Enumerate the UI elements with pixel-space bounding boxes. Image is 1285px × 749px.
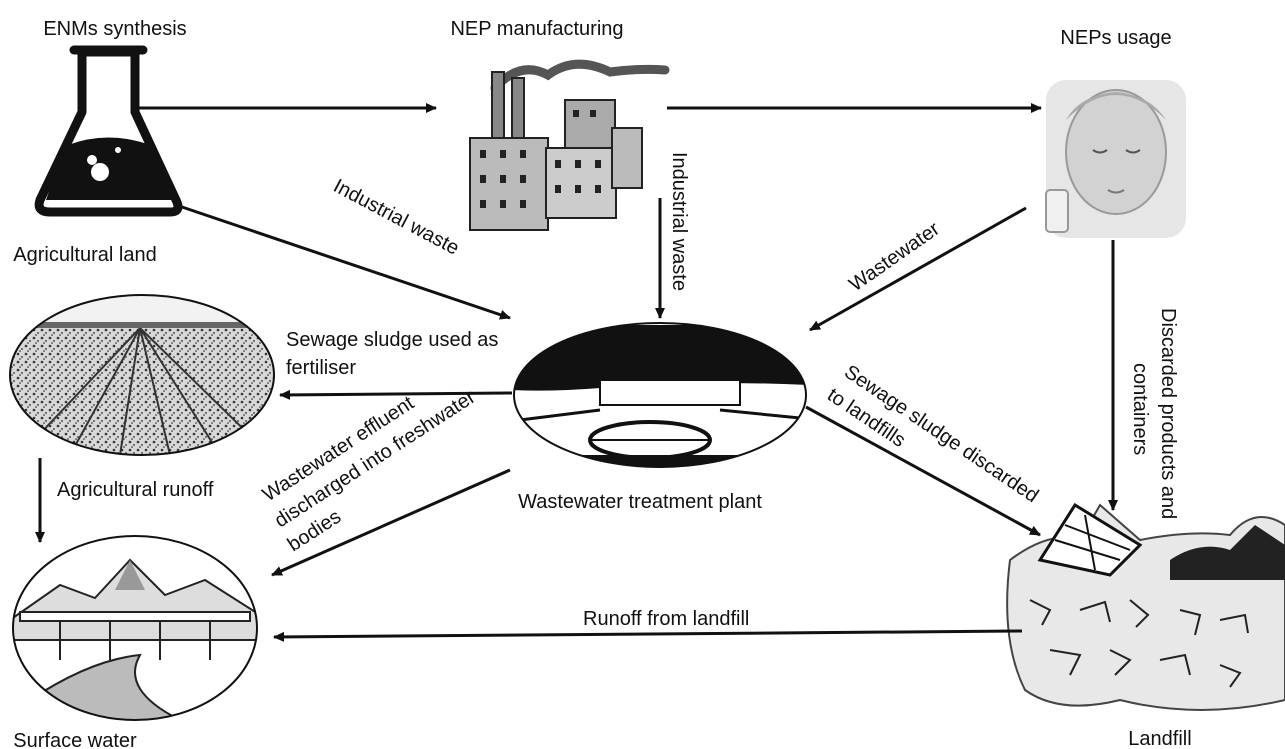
field-image — [9, 294, 275, 456]
industrial-waste-label-1: Industrial waste — [330, 175, 463, 260]
neps-usage-label: NEPs usage — [1060, 27, 1171, 49]
arrow-plant-to-surface — [271, 468, 511, 577]
face-cream-icon — [1045, 80, 1186, 238]
arrow-plant-to-landfill — [805, 405, 1041, 537]
discarded-label-1: Discarded products and — [1157, 308, 1179, 519]
arrow-usage-to-plant — [809, 206, 1027, 332]
wastewater-plant-label: Wastewater treatment plant — [518, 491, 762, 513]
factory-icon — [469, 59, 670, 231]
wastewater-label: Wastewater — [845, 218, 944, 296]
sludge-fertiliser-label-2: fertiliser — [286, 357, 356, 379]
erlenmeyer-flask-icon — [34, 45, 183, 217]
enm-synthesis-label: ENMs synthesis — [43, 18, 186, 40]
arrow-landfill-to-surface — [273, 629, 1023, 642]
nep-manufacturing-label: NEP manufacturing — [450, 18, 623, 40]
industrial-waste-label-2: Industrial waste — [668, 152, 690, 291]
agricultural-land-label: Agricultural land — [13, 244, 156, 266]
discarded-label-2: containers — [1129, 363, 1151, 455]
arrow-enm-to-plant — [181, 205, 511, 320]
surface-water-label: Surface water — [13, 730, 137, 749]
agricultural-runoff-label: Agricultural runoff — [57, 479, 214, 501]
sludge-fertiliser-label-1: Sewage sludge used as — [286, 329, 498, 351]
arrow-plant-to-field — [279, 389, 513, 400]
landfill-image — [1006, 502, 1285, 711]
landfill-runoff-label: Runoff from landfill — [583, 608, 749, 630]
treatment-plant-image — [513, 322, 807, 468]
landfill-label: Landfill — [1128, 728, 1191, 749]
mountain-river-image — [12, 535, 258, 721]
